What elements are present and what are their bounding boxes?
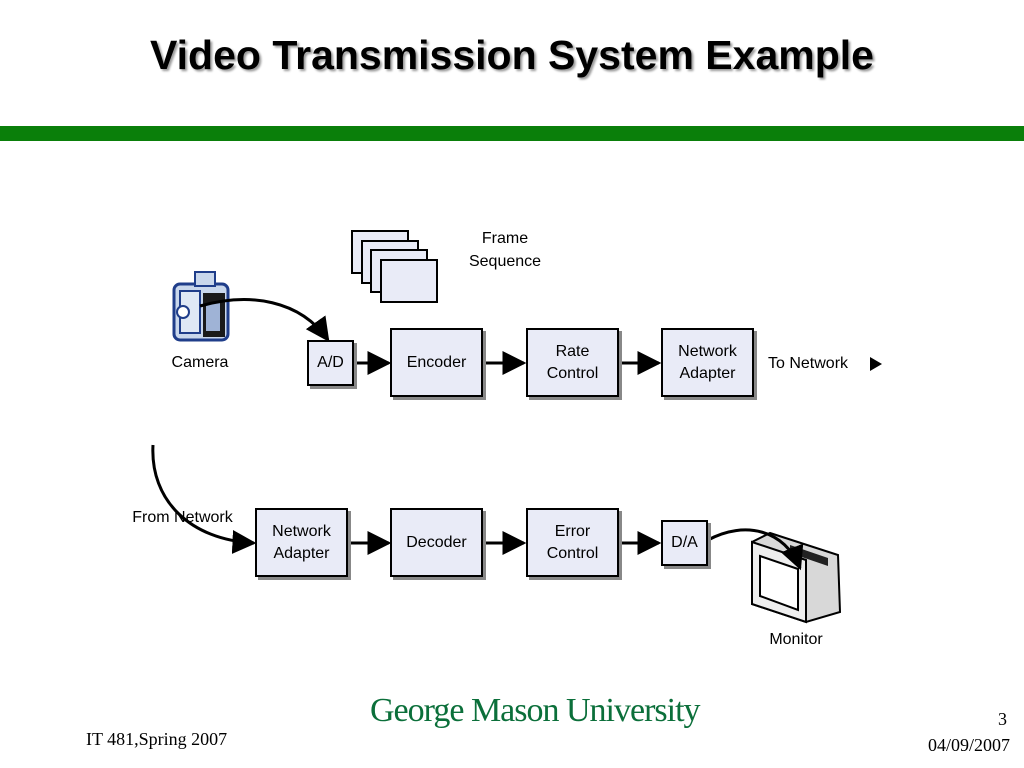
- rate-control-box: Rate Control: [526, 328, 619, 397]
- from-network-label: From Network: [132, 509, 233, 526]
- ad-converter-box: A/D: [307, 340, 354, 386]
- slide-title: Video Transmission System Example: [150, 32, 874, 78]
- receive-connectors: [151, 444, 804, 571]
- frame-sequence-label: Frame Sequence: [468, 230, 542, 270]
- tx-network-adapter-box: Network Adapter: [661, 328, 754, 397]
- camera-icon: [172, 271, 230, 342]
- slide-date: 04/09/2007: [927, 735, 1010, 755]
- course-label: IT 481,Spring 2007: [86, 729, 228, 749]
- rx-network-adapter-box: Network Adapter: [255, 508, 348, 577]
- university-logo: George Mason University: [370, 692, 701, 729]
- error-control-box: Error Control: [526, 508, 619, 577]
- da-converter-box: D/A: [661, 520, 708, 566]
- monitor-icon: [751, 531, 842, 624]
- transmit-connectors: [199, 298, 882, 375]
- title-divider-bar: [0, 126, 1024, 141]
- monitor-label: Monitor: [769, 631, 823, 648]
- to-network-label: To Network: [768, 355, 849, 372]
- decoder-box: Decoder: [390, 508, 483, 577]
- page-number: 3: [998, 709, 1007, 729]
- encoder-box: Encoder: [390, 328, 483, 397]
- frame-stack-icon: [351, 230, 438, 303]
- camera-label: Camera: [171, 354, 229, 371]
